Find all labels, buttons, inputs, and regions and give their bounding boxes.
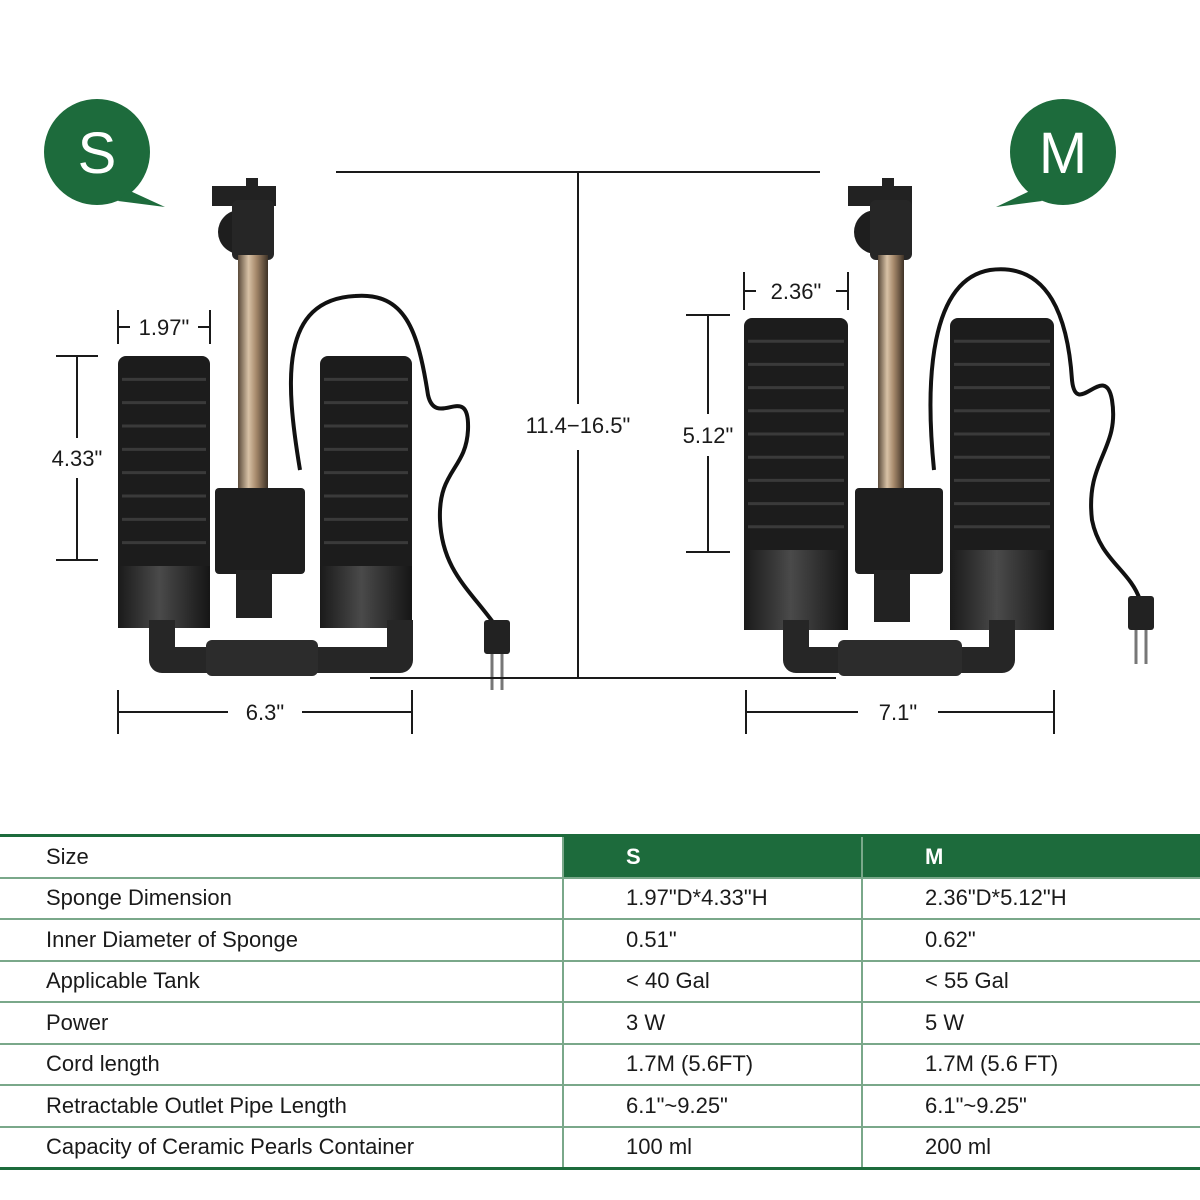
row-label: Cord length [0, 1043, 563, 1086]
m-left-sponge [744, 318, 848, 630]
table-header-row: Size S M [0, 834, 1200, 879]
s-width-label: 6.3" [246, 700, 284, 725]
total-height-label: 11.4−16.5" [526, 413, 631, 438]
filter-medium-illustration [744, 178, 1154, 676]
size-s-letter: S [78, 121, 117, 186]
m-sponge-height-label: 5.12" [683, 423, 734, 448]
s-sponge-height-label: 4.33" [52, 446, 103, 471]
row-s-value: 1.7M (5.6FT) [562, 1043, 862, 1086]
table-row: Retractable Outlet Pipe Length 6.1"~9.25… [0, 1085, 1200, 1128]
m-width-label: 7.1" [879, 700, 917, 725]
plug-icon [1128, 596, 1154, 630]
m-sponge-diameter-label: 2.36" [771, 279, 822, 304]
row-s-value: < 40 Gal [562, 960, 862, 1003]
row-m-value: 200 ml [861, 1126, 1200, 1170]
row-label: Inner Diameter of Sponge [0, 919, 563, 962]
row-s-value: 3 W [562, 1002, 862, 1045]
plug-icon [484, 620, 510, 654]
header-size: Size [0, 834, 563, 879]
row-m-value: 1.7M (5.6 FT) [861, 1043, 1200, 1086]
row-label: Sponge Dimension [0, 877, 563, 920]
size-s-badge: S [44, 99, 165, 207]
s-right-sponge [320, 356, 412, 628]
header-s: S [562, 834, 862, 879]
row-m-value: 6.1"~9.25" [861, 1085, 1200, 1128]
row-m-value: 5 W [861, 1002, 1200, 1045]
row-s-value: 1.97"D*4.33"H [562, 877, 862, 920]
table-row: Power 3 W 5 W [0, 1002, 1200, 1045]
table-row: Sponge Dimension 1.97"D*4.33"H 2.36"D*5.… [0, 877, 1200, 920]
size-m-badge: M [996, 99, 1116, 207]
header-m: M [861, 834, 1200, 879]
row-label: Applicable Tank [0, 960, 563, 1003]
table-row: Cord length 1.7M (5.6FT) 1.7M (5.6 FT) [0, 1043, 1200, 1086]
row-label: Power [0, 1002, 563, 1045]
spec-table: Size S M Sponge Dimension 1.97"D*4.33"H … [0, 834, 1200, 1170]
m-right-sponge [950, 318, 1054, 630]
row-m-value: 2.36"D*5.12"H [861, 877, 1200, 920]
row-s-value: 0.51" [562, 919, 862, 962]
row-label: Retractable Outlet Pipe Length [0, 1085, 563, 1128]
row-s-value: 6.1"~9.25" [562, 1085, 862, 1128]
filter-small-illustration [118, 178, 510, 690]
row-m-value: < 55 Gal [861, 960, 1200, 1003]
dimension-lines [56, 171, 1055, 734]
row-s-value: 100 ml [562, 1126, 862, 1170]
table-row: Applicable Tank < 40 Gal < 55 Gal [0, 960, 1200, 1003]
product-dimension-figure: S M [44, 99, 1154, 734]
s-sponge-diameter-label: 1.97" [139, 315, 190, 340]
size-m-letter: M [1039, 121, 1087, 186]
table-row: Inner Diameter of Sponge 0.51" 0.62" [0, 919, 1200, 962]
table-row: Capacity of Ceramic Pearls Container 100… [0, 1126, 1200, 1170]
s-left-sponge [118, 356, 210, 628]
row-m-value: 0.62" [861, 919, 1200, 962]
row-label: Capacity of Ceramic Pearls Container [0, 1126, 563, 1170]
